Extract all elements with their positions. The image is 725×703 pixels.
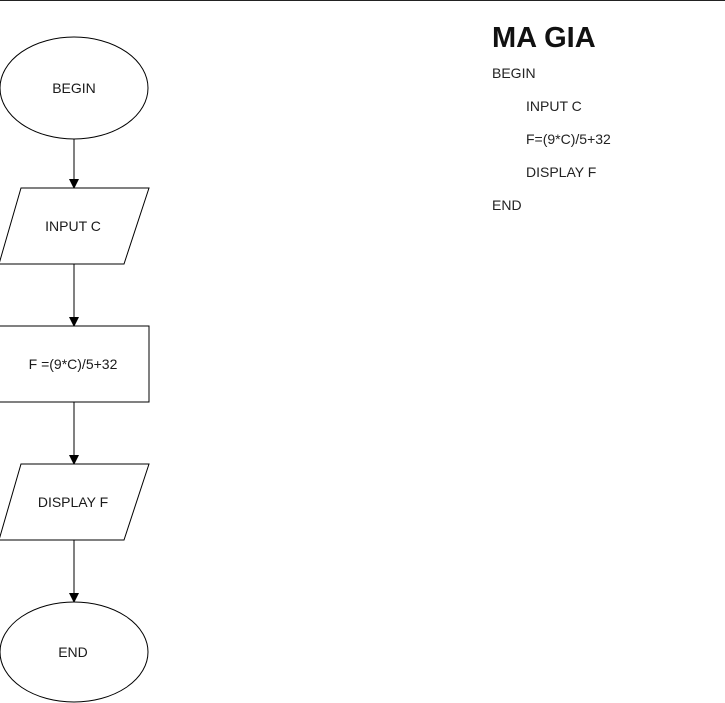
pseudocode-panel: MA GIA BEGIN INPUT C F=(9*C)/5+32 DISPLA…: [492, 18, 712, 228]
pseudocode-line-formula: F=(9*C)/5+32: [526, 131, 611, 147]
pseudocode-line-begin: BEGIN: [492, 65, 536, 81]
flowchart: BEGIN INPUT C F =(9*C)/5+32 DISPLAY F EN…: [0, 36, 150, 703]
process-label: F =(9*C)/5+32: [29, 356, 118, 372]
pseudocode-title: MA GIA: [492, 22, 596, 54]
end-label: END: [58, 644, 88, 660]
display-label: DISPLAY F: [38, 494, 108, 510]
input-label: INPUT C: [45, 218, 101, 234]
pseudocode-line-end: END: [492, 197, 522, 213]
begin-terminator: BEGIN: [0, 36, 149, 140]
begin-label: BEGIN: [52, 80, 96, 96]
input-parallelogram: INPUT C: [0, 187, 150, 265]
pseudocode-line-input: INPUT C: [526, 98, 582, 114]
end-terminator: END: [0, 601, 149, 703]
pseudocode-line-display: DISPLAY F: [526, 164, 597, 180]
display-parallelogram: DISPLAY F: [0, 463, 150, 541]
top-border-line: [0, 0, 725, 1]
process-box: F =(9*C)/5+32: [0, 325, 150, 403]
